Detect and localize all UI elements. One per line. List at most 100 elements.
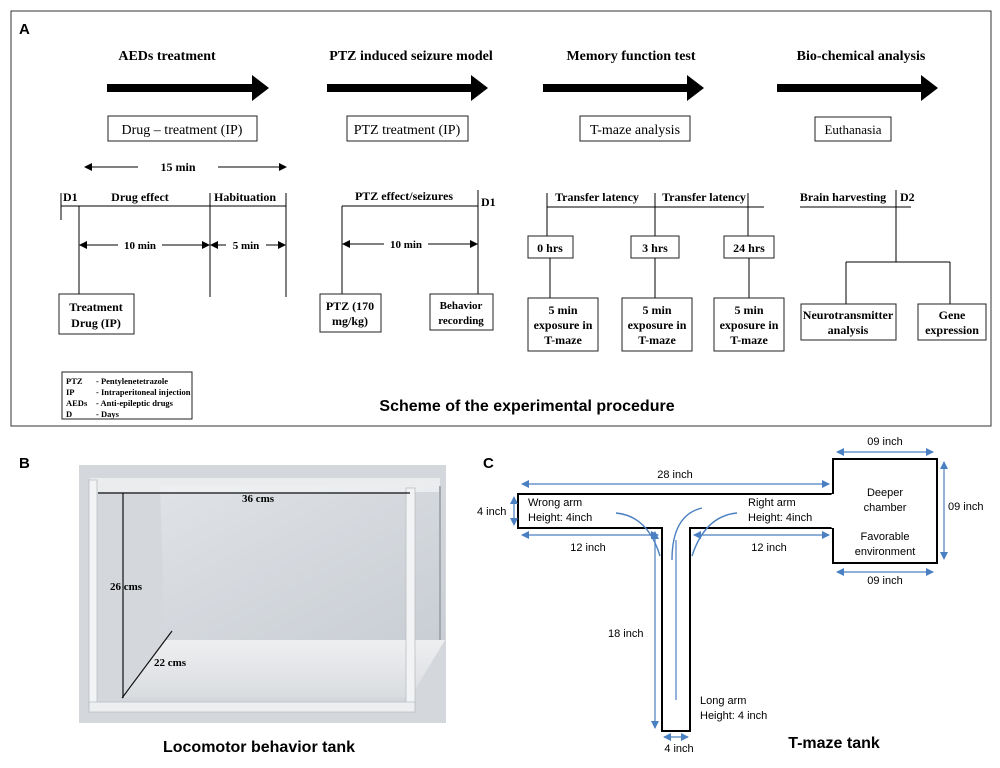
exposure-0-line2: exposure in [534,318,593,332]
dim-chamber-bottom-label: 09 inch [867,575,902,587]
treatment-drug-line2: Drug (IP) [71,316,121,330]
legend-desc-d: - Days [96,409,120,419]
tank-base [88,701,416,713]
legend-desc-aeds: - Anti-epileptic drugs [96,398,174,408]
exposure-3-line3: T-maze [638,333,676,347]
treatment-drug-box [58,293,135,335]
panel-a-caption: Scheme of the experimental procedure [379,398,674,415]
stage-box-drug-label: Drug – treatment (IP) [122,123,243,138]
behavior-recording-line2: recording [438,315,484,327]
panel-a: A AEDs treatment PTZ induced seizure mod… [10,10,992,427]
neurotransmitter-line2: analysis [828,323,869,337]
neurotransmitter-box [800,303,897,341]
dim-long-arm-label: 18 inch [608,628,643,640]
legend-abbr-ptz: PTZ [66,376,83,386]
tank-left-edge [88,479,98,708]
stage-box-tmaze [579,115,691,142]
exposure-box-3 [621,297,693,352]
dim-28inch-label: 28 inch [657,469,692,481]
panel-b: B 36 cms 26 cms 22 cms Locomotor behavio… [19,455,446,756]
behavior-recording-line1: Behavior [440,300,483,312]
tank-back-wall [160,486,445,640]
stage-arrow-3 [543,75,704,101]
stage-box-euthanasia-label: Euthanasia [824,122,881,137]
exposure-24-line1: 5 min [734,303,763,317]
stage-arrow-1 [107,75,269,101]
tank-depth-label: 22 cms [154,657,187,669]
time-label-0: 0 hrs [537,241,563,255]
tank-right-edge [405,487,416,711]
neurotransmitter-line1: Neurotransmitter [803,308,894,322]
panel-a-label: A [19,21,30,38]
exposure-3-line2: exposure in [628,318,687,332]
dim-chamber-height-label: 09 inch [948,501,983,513]
exposure-box-24 [713,297,785,352]
right-arm-height: Height: 4inch [748,512,812,524]
ptz-dose-line1: PTZ (170 [326,299,374,313]
ptz-dose-box [319,293,382,333]
favorable-label: Favorable [861,531,910,543]
panel-c: C 28 inch 09 inch 09 inch 09 inch 4 inch… [477,436,983,755]
timeline1-habituation: Habituation [214,190,276,204]
panel-b-caption: Locomotor behavior tank [163,739,355,756]
stage-arrow-2 [327,75,488,101]
deeper-label: Deeper [867,487,903,499]
dim-chamber-top-label: 09 inch [867,436,902,448]
exposure-0-line3: T-maze [544,333,582,347]
tank-height-label: 26 cms [110,581,143,593]
legend-abbr-aeds: AEDs [66,398,88,408]
stage-box-euthanasia [814,116,892,142]
timeline2-title: PTZ effect/seizures [355,189,453,203]
brain-harvesting: Brain harvesting [800,190,886,204]
time-label-3: 3 hrs [642,241,668,255]
stage-title-biochem: Bio-chemical analysis [797,49,926,64]
gene-expression-line2: expression [925,323,979,337]
stage-title-memory: Memory function test [566,49,695,64]
wrong-arm-height: Height: 4inch [528,512,592,524]
timeline1-drug-effect: Drug effect [111,190,169,204]
tank-top-rim [90,478,440,492]
time-label-24: 24 hrs [733,241,765,255]
stage-box-ptz [346,115,469,142]
exposure-0-line1: 5 min [548,303,577,317]
span-10min-a-label: 10 min [124,240,156,252]
span-5min-label: 5 min [233,240,260,252]
abbreviation-legend [61,371,193,420]
legend-abbr-d: D [66,409,72,419]
exposure-3-line1: 5 min [642,303,671,317]
timeline1-d1: D1 [63,190,78,204]
long-arm-label: Long arm [700,695,746,707]
panel-b-label: B [19,455,30,472]
stage-arrow-4 [777,75,938,101]
tank-length-label: 36 cms [242,493,275,505]
exposure-box-0 [527,297,599,352]
legend-desc-ip: - Intraperitoneal injection [96,387,191,397]
tmaze-flow-arc-right [671,507,703,561]
gene-expression-box [917,303,987,341]
wrong-arm-label: Wrong arm [528,497,582,509]
transfer-latency-1: Transfer latency [555,190,639,204]
environment-label: environment [855,546,916,558]
panel-a-frame [10,10,992,427]
gene-expression-line1: Gene [939,308,966,322]
stage-box-ptz-label: PTZ treatment (IP) [354,123,461,138]
tmaze-flow-arc-right-outer [691,512,738,557]
right-arm-label: Right arm [748,497,796,509]
ptz-dose-line2: mg/kg) [332,314,368,328]
exposure-24-line3: T-maze [730,333,768,347]
stage-box-tmaze-label: T-maze analysis [590,123,680,138]
dim-arm-height-label: 4 inch [477,506,506,518]
span-10min-b-label: 10 min [390,239,422,251]
chamber-label: chamber [864,502,907,514]
exposure-24-line2: exposure in [720,318,779,332]
dim-long-arm-width-label: 4 inch [664,743,693,755]
panel-c-label: C [483,455,494,472]
legend-abbr-ip: IP [66,387,75,397]
tank-floor [120,640,445,698]
stage-box-drug [107,115,258,142]
span-15min-label: 15 min [160,160,195,174]
treatment-drug-line1: Treatment [69,300,123,314]
timeline2-d1: D1 [481,195,496,209]
timeline4-d2: D2 [900,190,915,204]
stage-title-aeds: AEDs treatment [118,49,216,64]
